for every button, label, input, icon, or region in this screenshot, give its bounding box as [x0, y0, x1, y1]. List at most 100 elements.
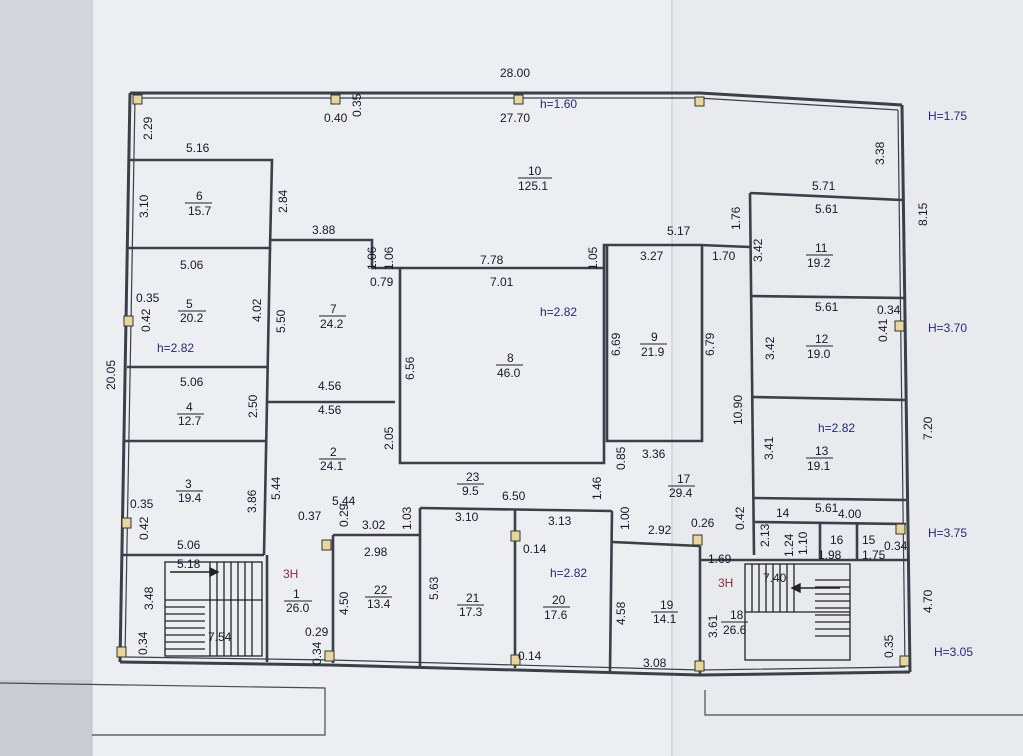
room-20-num: 20 — [552, 593, 566, 607]
room-2-num: 2 — [330, 445, 337, 459]
dim-342b: 3.42 — [763, 336, 777, 360]
room-15-area: 1.75 — [862, 548, 886, 562]
room-10-num: 10 — [528, 164, 542, 178]
dim-106b: 1.06 — [382, 246, 396, 270]
paper-sheet-left — [92, 0, 672, 756]
wall-left-inner — [124, 97, 136, 658]
dim-450: 4.50 — [337, 591, 351, 615]
room-2[interactable]: 224.1 — [319, 445, 346, 473]
column-bottom-r20 — [510, 654, 521, 666]
dim-338: 3.38 — [873, 141, 887, 165]
room-11-num: 11 — [815, 241, 828, 255]
interior-walls — [123, 158, 907, 674]
wall-room9 — [605, 245, 704, 443]
dim-506a: 5.06 — [180, 258, 204, 272]
column-r17 — [692, 534, 703, 546]
room-4[interactable]: 412.7 — [177, 400, 204, 428]
wall-r19-left — [608, 510, 614, 672]
room-14[interactable]: 14 — [776, 506, 790, 520]
dim-544b: 5.44 — [332, 494, 356, 508]
dim-310: 3.10 — [137, 194, 151, 218]
dim-034d: 0.34 — [310, 641, 324, 665]
room-8-area: 46.0 — [497, 366, 521, 380]
dim-701: 7.01 — [490, 275, 514, 289]
dim-386: 3.86 — [245, 489, 259, 513]
dim-778: 7.78 — [480, 253, 504, 267]
dim-124: 1.24 — [782, 533, 796, 557]
dim-561b: 5.61 — [815, 300, 839, 314]
dim-561a: 5.61 — [815, 202, 839, 216]
dim-2005: 20.05 — [104, 360, 118, 390]
room-4-area: 12.7 — [178, 414, 202, 428]
room-13-num: 13 — [815, 444, 829, 458]
dim-106a: 1.06 — [365, 246, 379, 270]
dim-815: 8.15 — [916, 202, 930, 226]
room-3-num: 3 — [185, 477, 192, 491]
room-10-area: 125.1 — [518, 179, 548, 193]
column-left-r3 — [121, 517, 132, 529]
dim-034b: 0.34 — [884, 539, 908, 553]
dim-100: 1.00 — [618, 506, 632, 530]
dim-388: 3.88 — [312, 223, 336, 237]
room-5[interactable]: 520.2 — [178, 297, 206, 325]
room-9[interactable]: 921.9 — [640, 330, 667, 359]
room-1-num: 1 — [293, 587, 300, 601]
room-7-area: 24.2 — [320, 317, 344, 331]
wall-r11-r12 — [749, 294, 905, 300]
column-mid-r2 — [321, 539, 332, 551]
room-3[interactable]: 319.4 — [176, 477, 203, 505]
room-23[interactable]: 239.5 — [457, 470, 484, 498]
wall-right-block — [749, 191, 903, 202]
stairs-left-steps — [165, 562, 253, 656]
room-16[interactable]: 161.98 — [818, 533, 844, 562]
arrow-right-head — [790, 582, 801, 594]
h-282-r20: h=2.82 — [550, 566, 587, 580]
room-1[interactable]: 126.0 — [284, 587, 312, 615]
h-282-r13: h=2.82 — [818, 421, 855, 435]
dim-035b: 0.35 — [130, 497, 154, 511]
room-3-area: 19.4 — [178, 491, 202, 505]
room-1-area: 26.0 — [286, 601, 310, 615]
column-top-right — [694, 96, 705, 107]
room-18-area: 26.6 — [723, 623, 747, 637]
room-21-area: 17.3 — [459, 605, 483, 619]
room-2-area: 24.1 — [320, 459, 344, 473]
column-bottom-r18 — [694, 660, 705, 672]
dim-516: 5.16 — [186, 141, 210, 155]
H-175: H=1.75 — [928, 109, 967, 123]
column-top-mid1 — [330, 94, 341, 105]
dim-176: 1.76 — [729, 206, 743, 230]
dim-342a: 3.42 — [751, 238, 765, 262]
dim-544a: 5.44 — [269, 476, 283, 500]
room-23-num: 23 — [466, 470, 480, 484]
dim-313: 3.13 — [548, 514, 572, 528]
interior-dimensions: 5.16 3.10 2.84 3.88 1.06 1.06 0.79 7.78 … — [130, 141, 908, 670]
room-7[interactable]: 724.2 — [319, 302, 346, 331]
room-8[interactable]: 846.0 — [496, 351, 523, 380]
h-282-left: h=2.82 — [157, 341, 194, 355]
labels: 28.00 27.70 h=1.60 0.35 0.40 2.29 20.05 … — [104, 66, 973, 659]
room-15[interactable]: 151.75 — [862, 533, 886, 562]
room-6[interactable]: 615.7 — [185, 189, 212, 218]
dim-250: 2.50 — [246, 394, 260, 418]
room-21-num: 21 — [466, 591, 480, 605]
columns — [116, 94, 910, 672]
H-375: H=3.75 — [928, 526, 967, 540]
dim-213: 2.13 — [758, 523, 772, 547]
room-22-num: 22 — [374, 583, 388, 597]
room-8-num: 8 — [507, 351, 514, 365]
bottom-edge-line-right — [704, 690, 1023, 716]
dim-506b: 5.06 — [180, 375, 204, 389]
dim-035a: 0.35 — [136, 291, 160, 305]
room-18-num: 18 — [730, 608, 744, 622]
